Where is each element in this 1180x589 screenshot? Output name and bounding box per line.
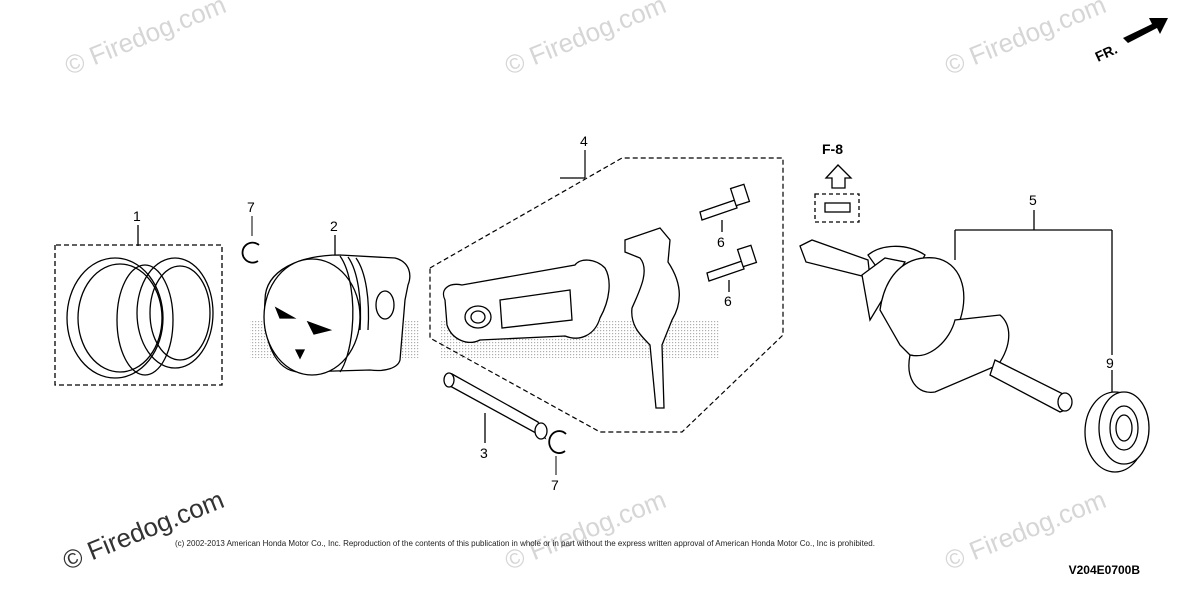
piston-pin	[443, 372, 548, 443]
rod-bolt-lower	[706, 244, 758, 292]
ref-label: F-8	[822, 141, 843, 157]
direction-label: FR.	[1093, 41, 1120, 65]
rod-bolt-upper	[699, 183, 751, 232]
callout-7-lower: 7	[551, 477, 559, 493]
callout-5: 5	[1029, 192, 1037, 208]
connecting-rod-cap	[624, 227, 680, 409]
connecting-rod-assembly	[429, 150, 784, 433]
front-direction-arrow: FR.	[1093, 18, 1168, 65]
callout-3: 3	[480, 445, 488, 461]
callout-7-upper: 7	[247, 199, 255, 215]
piston	[263, 235, 411, 376]
crankshaft-bearing	[1084, 370, 1150, 473]
copyright-notice: (c) 2002-2013 American Honda Motor Co., …	[175, 539, 875, 548]
piston-ring-set	[54, 225, 223, 386]
circlip-upper	[241, 216, 260, 264]
callout-9: 9	[1106, 355, 1114, 371]
callout-6-lower: 6	[724, 293, 732, 309]
reference-f8: F-8	[814, 141, 860, 223]
callout-6-upper: 6	[717, 234, 725, 250]
callout-1: 1	[133, 208, 141, 224]
callout-2: 2	[330, 218, 338, 234]
circlip-lower	[548, 430, 567, 475]
connecting-rod	[442, 259, 610, 343]
crankshaft	[799, 210, 1113, 413]
callouts: 1 2 3 4 5 6 6 7 7 9	[133, 133, 1114, 493]
diagram-code: V204E0700B	[1068, 563, 1140, 577]
callout-4: 4	[580, 133, 588, 149]
